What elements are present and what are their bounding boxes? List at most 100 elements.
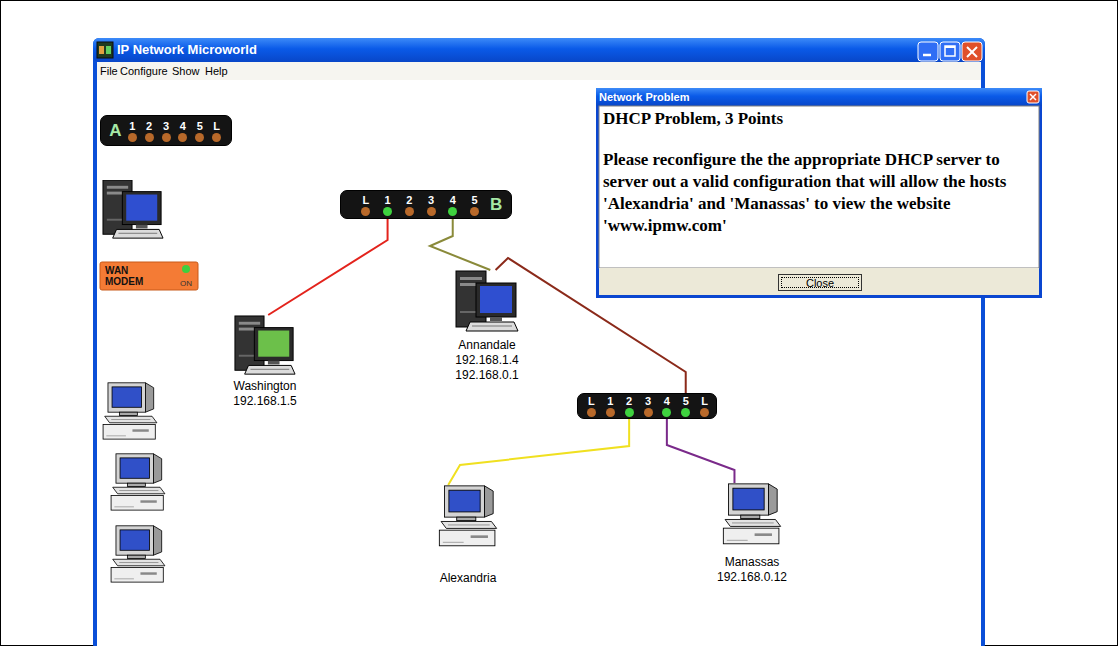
hub-port: L (208, 120, 225, 142)
port-number: 5 (683, 395, 689, 407)
modem-body (100, 262, 198, 290)
port-number: L (213, 120, 220, 132)
hub-port: 4 (657, 395, 676, 417)
hub-port: 5 (464, 194, 486, 216)
hub-port: 3 (639, 395, 658, 417)
window-title: IP Network Microworld (117, 42, 257, 57)
hub-port: A (107, 121, 124, 141)
port-number: 4 (180, 120, 186, 132)
hub-a: A12345L (100, 115, 232, 146)
port-number: 5 (197, 120, 203, 132)
wan-modem: WAN MODEMON (100, 262, 198, 290)
port-light (700, 408, 709, 417)
hub-port: L (695, 395, 714, 417)
host-label: Washington (234, 379, 297, 394)
port-number: 1 (607, 395, 613, 407)
button-label: Close (806, 277, 834, 289)
port-light (162, 133, 171, 142)
port-light (145, 133, 154, 142)
hub-c: L12345L (577, 393, 717, 419)
network-cable (430, 219, 490, 270)
network-cable (268, 219, 387, 315)
hub-port: 2 (620, 395, 639, 417)
port-light (427, 207, 436, 216)
port-number: 2 (146, 120, 152, 132)
host-label: 192.168.0.12 (717, 570, 787, 585)
dialog-window: Network ProblemDHCP Problem, 3 PointsPle… (596, 88, 1042, 298)
host-label: 192.168.1.5 (233, 394, 296, 409)
hub-port: 4 (174, 120, 191, 142)
host-label: 192.168.1.4 (455, 353, 518, 368)
port-number: 4 (450, 194, 456, 206)
hub-port: 3 (158, 120, 175, 142)
network-cable (667, 419, 735, 483)
hub-port: 5 (191, 120, 208, 142)
port-light (383, 207, 392, 216)
client-host: Alexandria (435, 485, 501, 586)
port-number: 2 (626, 395, 632, 407)
hub-port: 5 (676, 395, 695, 417)
port-light (606, 408, 615, 417)
host-label: Alexandria (440, 571, 497, 586)
port-light (195, 133, 204, 142)
port-light (625, 408, 634, 417)
pc-icon (111, 526, 165, 582)
window-buttons (918, 42, 982, 61)
dialog-title: Network Problem (596, 88, 1042, 106)
hub-port: B (485, 195, 507, 215)
host-label: Manassas (725, 555, 780, 570)
port-light (361, 207, 370, 216)
port-number: L (701, 395, 708, 407)
pc-icon (103, 180, 163, 238)
problem-heading: DHCP Problem, 3 Points (603, 109, 1042, 129)
pc-icon (103, 383, 157, 439)
host-label: Annandale (458, 338, 515, 353)
hub-letter: A (109, 121, 121, 141)
hub-port: L (355, 194, 377, 216)
port-number: 3 (645, 395, 651, 407)
menu-item: File (100, 65, 118, 77)
port-number: 3 (428, 194, 434, 206)
computer-icon (719, 483, 785, 555)
client-host: Manassas192.168.0.12 (717, 483, 787, 585)
port-light (212, 133, 221, 142)
hub-port: 2 (141, 120, 158, 142)
computer-icon (454, 270, 520, 338)
dialog-frame (596, 88, 1042, 298)
hub-port: 1 (601, 395, 620, 417)
hub-port: L (582, 395, 601, 417)
port-light (681, 408, 690, 417)
network-cable (496, 258, 686, 393)
modem-label: WAN MODEM (105, 265, 151, 288)
hub-b: L1 2 3 4 5 B (340, 190, 512, 219)
port-light (178, 133, 187, 142)
port-number: 4 (664, 395, 670, 407)
hub-letter: B (490, 195, 502, 215)
menu-item: Configure (120, 65, 168, 77)
server-host: Washington192.168.1.5 (233, 315, 297, 409)
port-light (662, 408, 671, 417)
close-button: Close (778, 274, 862, 291)
computer-icon (435, 485, 501, 571)
port-number: 1 (385, 194, 391, 206)
router-host: Annandale192.168.1.4192.168.0.1 (454, 270, 520, 383)
computer-icon (233, 315, 297, 379)
port-light (644, 408, 653, 417)
port-light (128, 133, 137, 142)
port-number: 1 (129, 120, 135, 132)
port-number: L (588, 395, 595, 407)
hub-port: 2 (398, 194, 420, 216)
hub-port: 1 (377, 194, 399, 216)
port-number: 3 (163, 120, 169, 132)
port-number: 2 (406, 194, 412, 206)
port-light (405, 207, 414, 216)
port-light (470, 207, 479, 216)
port-light (448, 207, 457, 216)
hub-port: 3 (420, 194, 442, 216)
port-number: 5 (471, 194, 477, 206)
host-label: 192.168.0.1 (455, 368, 518, 383)
